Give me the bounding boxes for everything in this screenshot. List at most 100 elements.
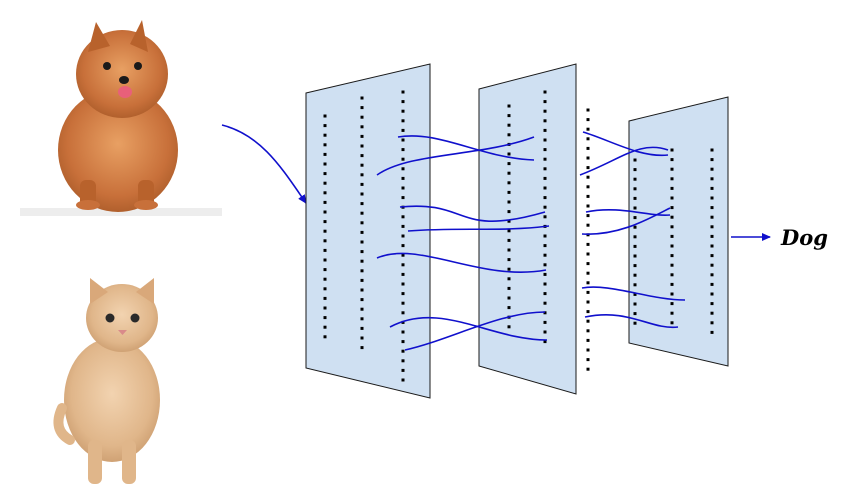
neuron-dot	[360, 250, 364, 254]
neuron-dot	[586, 358, 590, 362]
connection-line	[376, 252, 547, 273]
neuron-dot	[401, 109, 405, 113]
neuron-dot	[586, 223, 590, 227]
neuron-dot	[543, 167, 547, 171]
neuron-dot	[586, 118, 590, 122]
neuron-dot	[401, 196, 405, 200]
neuron-dot	[401, 128, 405, 132]
connection-line	[579, 146, 669, 176]
neuron-dot	[507, 104, 511, 108]
neuron-dot	[633, 273, 637, 277]
neuron-dot	[507, 190, 511, 194]
neuron-dot	[710, 196, 714, 200]
neuron-dot	[543, 272, 547, 276]
neuron-dot	[543, 176, 547, 180]
neuron-dot	[710, 206, 714, 210]
neuron-dot	[360, 182, 364, 186]
connection-line	[397, 135, 535, 161]
neuron-dot	[507, 210, 511, 214]
cat-photo	[53, 278, 160, 484]
neuron-dot	[401, 359, 405, 363]
neuron-dot	[323, 268, 327, 272]
connection-line	[376, 136, 535, 176]
neuron-dot	[323, 220, 327, 224]
neuron-dot	[670, 302, 674, 306]
neuron-dot	[360, 278, 364, 282]
connections-layer-1-2	[376, 135, 550, 351]
neuron-dot	[360, 106, 364, 110]
neuron-dot	[543, 109, 547, 113]
neuron-dot	[633, 196, 637, 200]
neuron-dot	[586, 185, 590, 189]
dog-photo	[20, 20, 222, 216]
neuron-dot	[507, 325, 511, 329]
neuron-dot	[586, 146, 590, 150]
neuron-dot	[323, 229, 327, 233]
neuron-dot	[360, 269, 364, 273]
neuron-dot	[633, 168, 637, 172]
neuron-dot	[360, 336, 364, 340]
connection-line	[582, 131, 669, 157]
neuron-dot	[323, 335, 327, 339]
neuron-dot	[670, 196, 674, 200]
neuron-dot	[360, 211, 364, 215]
neuron-dot	[360, 326, 364, 330]
neuron-dot	[710, 177, 714, 181]
neuron-dot	[507, 152, 511, 156]
neuron-dot	[360, 125, 364, 129]
neuron-dot	[401, 176, 405, 180]
neuron-dot	[710, 148, 714, 152]
neuron-dot	[323, 133, 327, 137]
input-arrow	[221, 124, 307, 204]
neuron-dot	[323, 162, 327, 166]
neuron-dot	[401, 119, 405, 123]
neuron-dot	[586, 175, 590, 179]
neuron-dot	[323, 152, 327, 156]
neuron-dot	[401, 157, 405, 161]
neuron-dot	[670, 167, 674, 171]
connection-line	[584, 314, 679, 329]
neuron-dot	[401, 311, 405, 315]
neuron-dot	[360, 298, 364, 302]
neuron-dot	[710, 292, 714, 296]
neuron-dot	[710, 254, 714, 258]
neuron-dot	[586, 194, 590, 198]
neuron-dot	[360, 230, 364, 234]
neuron-dots	[323, 90, 714, 382]
connections-layer-2-3	[579, 131, 686, 329]
neuron-dot	[670, 234, 674, 238]
neuron-dot	[507, 277, 511, 281]
neuron-dot	[543, 330, 547, 334]
neuron-dot	[586, 166, 590, 170]
neuron-dot	[401, 272, 405, 276]
neuron-dot	[507, 286, 511, 290]
neuron-dot	[586, 329, 590, 333]
neuron-dot	[543, 234, 547, 238]
neuron-dot	[507, 229, 511, 233]
neuron-dot	[543, 301, 547, 305]
neuron-dot	[401, 100, 405, 104]
neuron-dot	[543, 119, 547, 123]
neuron-dot	[543, 340, 547, 344]
neuron-dot	[360, 221, 364, 225]
neuron-dot	[323, 277, 327, 281]
neuron-dot	[670, 254, 674, 258]
neuron-dot	[401, 292, 405, 296]
neuron-dot	[323, 258, 327, 262]
connection-line	[389, 316, 548, 341]
neuron-dot	[633, 254, 637, 258]
neuron-dot	[323, 296, 327, 300]
neuron-dot	[543, 157, 547, 161]
neuron-dot	[507, 171, 511, 175]
neuron-dot	[323, 143, 327, 147]
neuron-dot	[507, 267, 511, 271]
neuron-dot	[401, 90, 405, 94]
neuron-dot	[670, 206, 674, 210]
neuron-dot	[401, 368, 405, 372]
neuron-dot	[360, 202, 364, 206]
connection-line	[581, 207, 671, 235]
neuron-dot	[633, 216, 637, 220]
neuron-dot	[323, 316, 327, 320]
neuron-dot	[633, 292, 637, 296]
neuron-dot	[710, 263, 714, 267]
